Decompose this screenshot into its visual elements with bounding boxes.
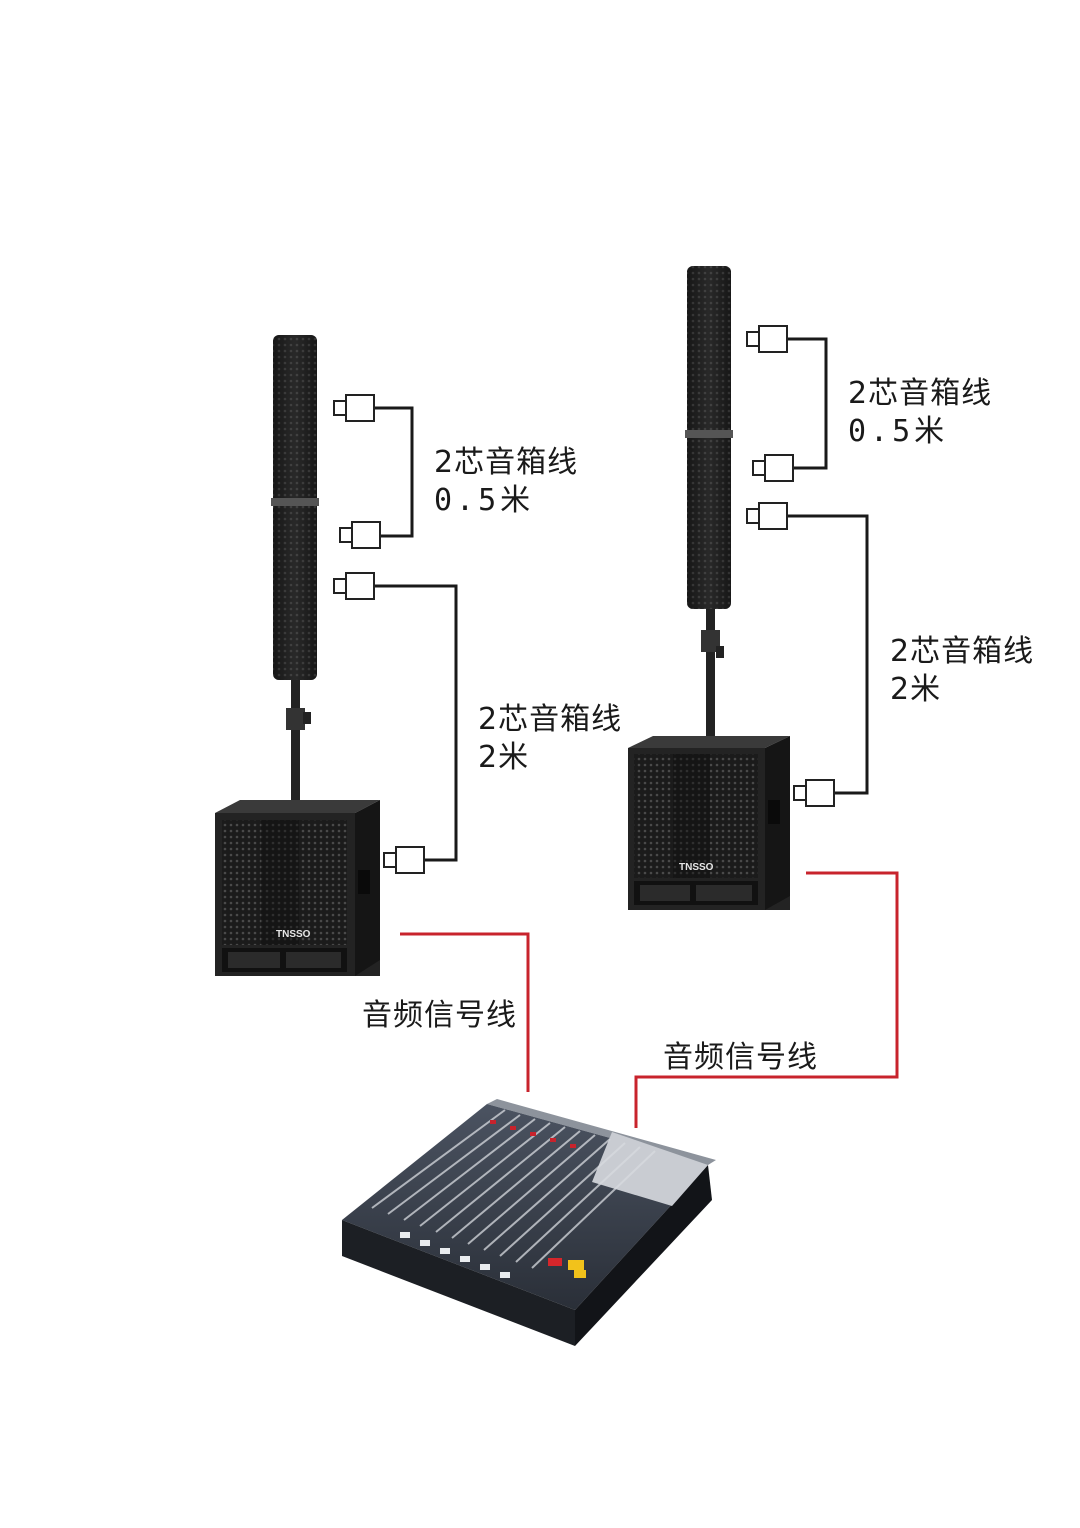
right-long-cable-label-line2: 2米: [890, 672, 942, 707]
left-signal-cable-label: 音频信号线: [362, 998, 517, 1033]
speakon-connector-icon: [333, 572, 375, 600]
right-long-cable-label-line1: 2芯音箱线: [890, 634, 1035, 669]
right-short-cable-label-line2: 0.5米: [848, 414, 949, 449]
speakon-connector-icon: [746, 325, 788, 353]
right-long-cable: [746, 502, 869, 807]
speakon-connector-icon: [793, 779, 835, 807]
left-signal-cable: [400, 932, 530, 1092]
audio-mixer-icon: [342, 1099, 716, 1346]
speakon-connector-icon: [383, 846, 425, 874]
right-signal-cable: [634, 871, 899, 1128]
speakon-connector-icon: [339, 521, 381, 549]
left-short-cable-label-line2: 0.5米: [434, 483, 535, 518]
right-subwoofer-logo: TNSSO: [679, 862, 714, 873]
left-short-cable-label-line1: 2芯音箱线: [434, 445, 579, 480]
speakon-connector-icon: [333, 394, 375, 422]
right-subwoofer-icon: TNSSO: [628, 736, 790, 910]
right-short-cable-label-line1: 2芯音箱线: [848, 376, 993, 411]
left-column-speaker: [271, 335, 319, 810]
left-long-cable: [333, 572, 458, 874]
right-column-speaker: [685, 266, 733, 739]
left-subwoofer-icon: TNSSO: [215, 800, 380, 976]
left-long-cable-label-line1: 2芯音箱线: [478, 702, 623, 737]
speakon-connector-icon: [746, 502, 788, 530]
right-signal-cable-label: 音频信号线: [663, 1040, 818, 1075]
left-short-cable: [333, 394, 414, 549]
left-long-cable-label-line2: 2米: [478, 740, 530, 775]
left-subwoofer-logo: TNSSO: [276, 929, 311, 940]
right-short-cable: [746, 325, 828, 482]
speakon-connector-icon: [752, 454, 794, 482]
